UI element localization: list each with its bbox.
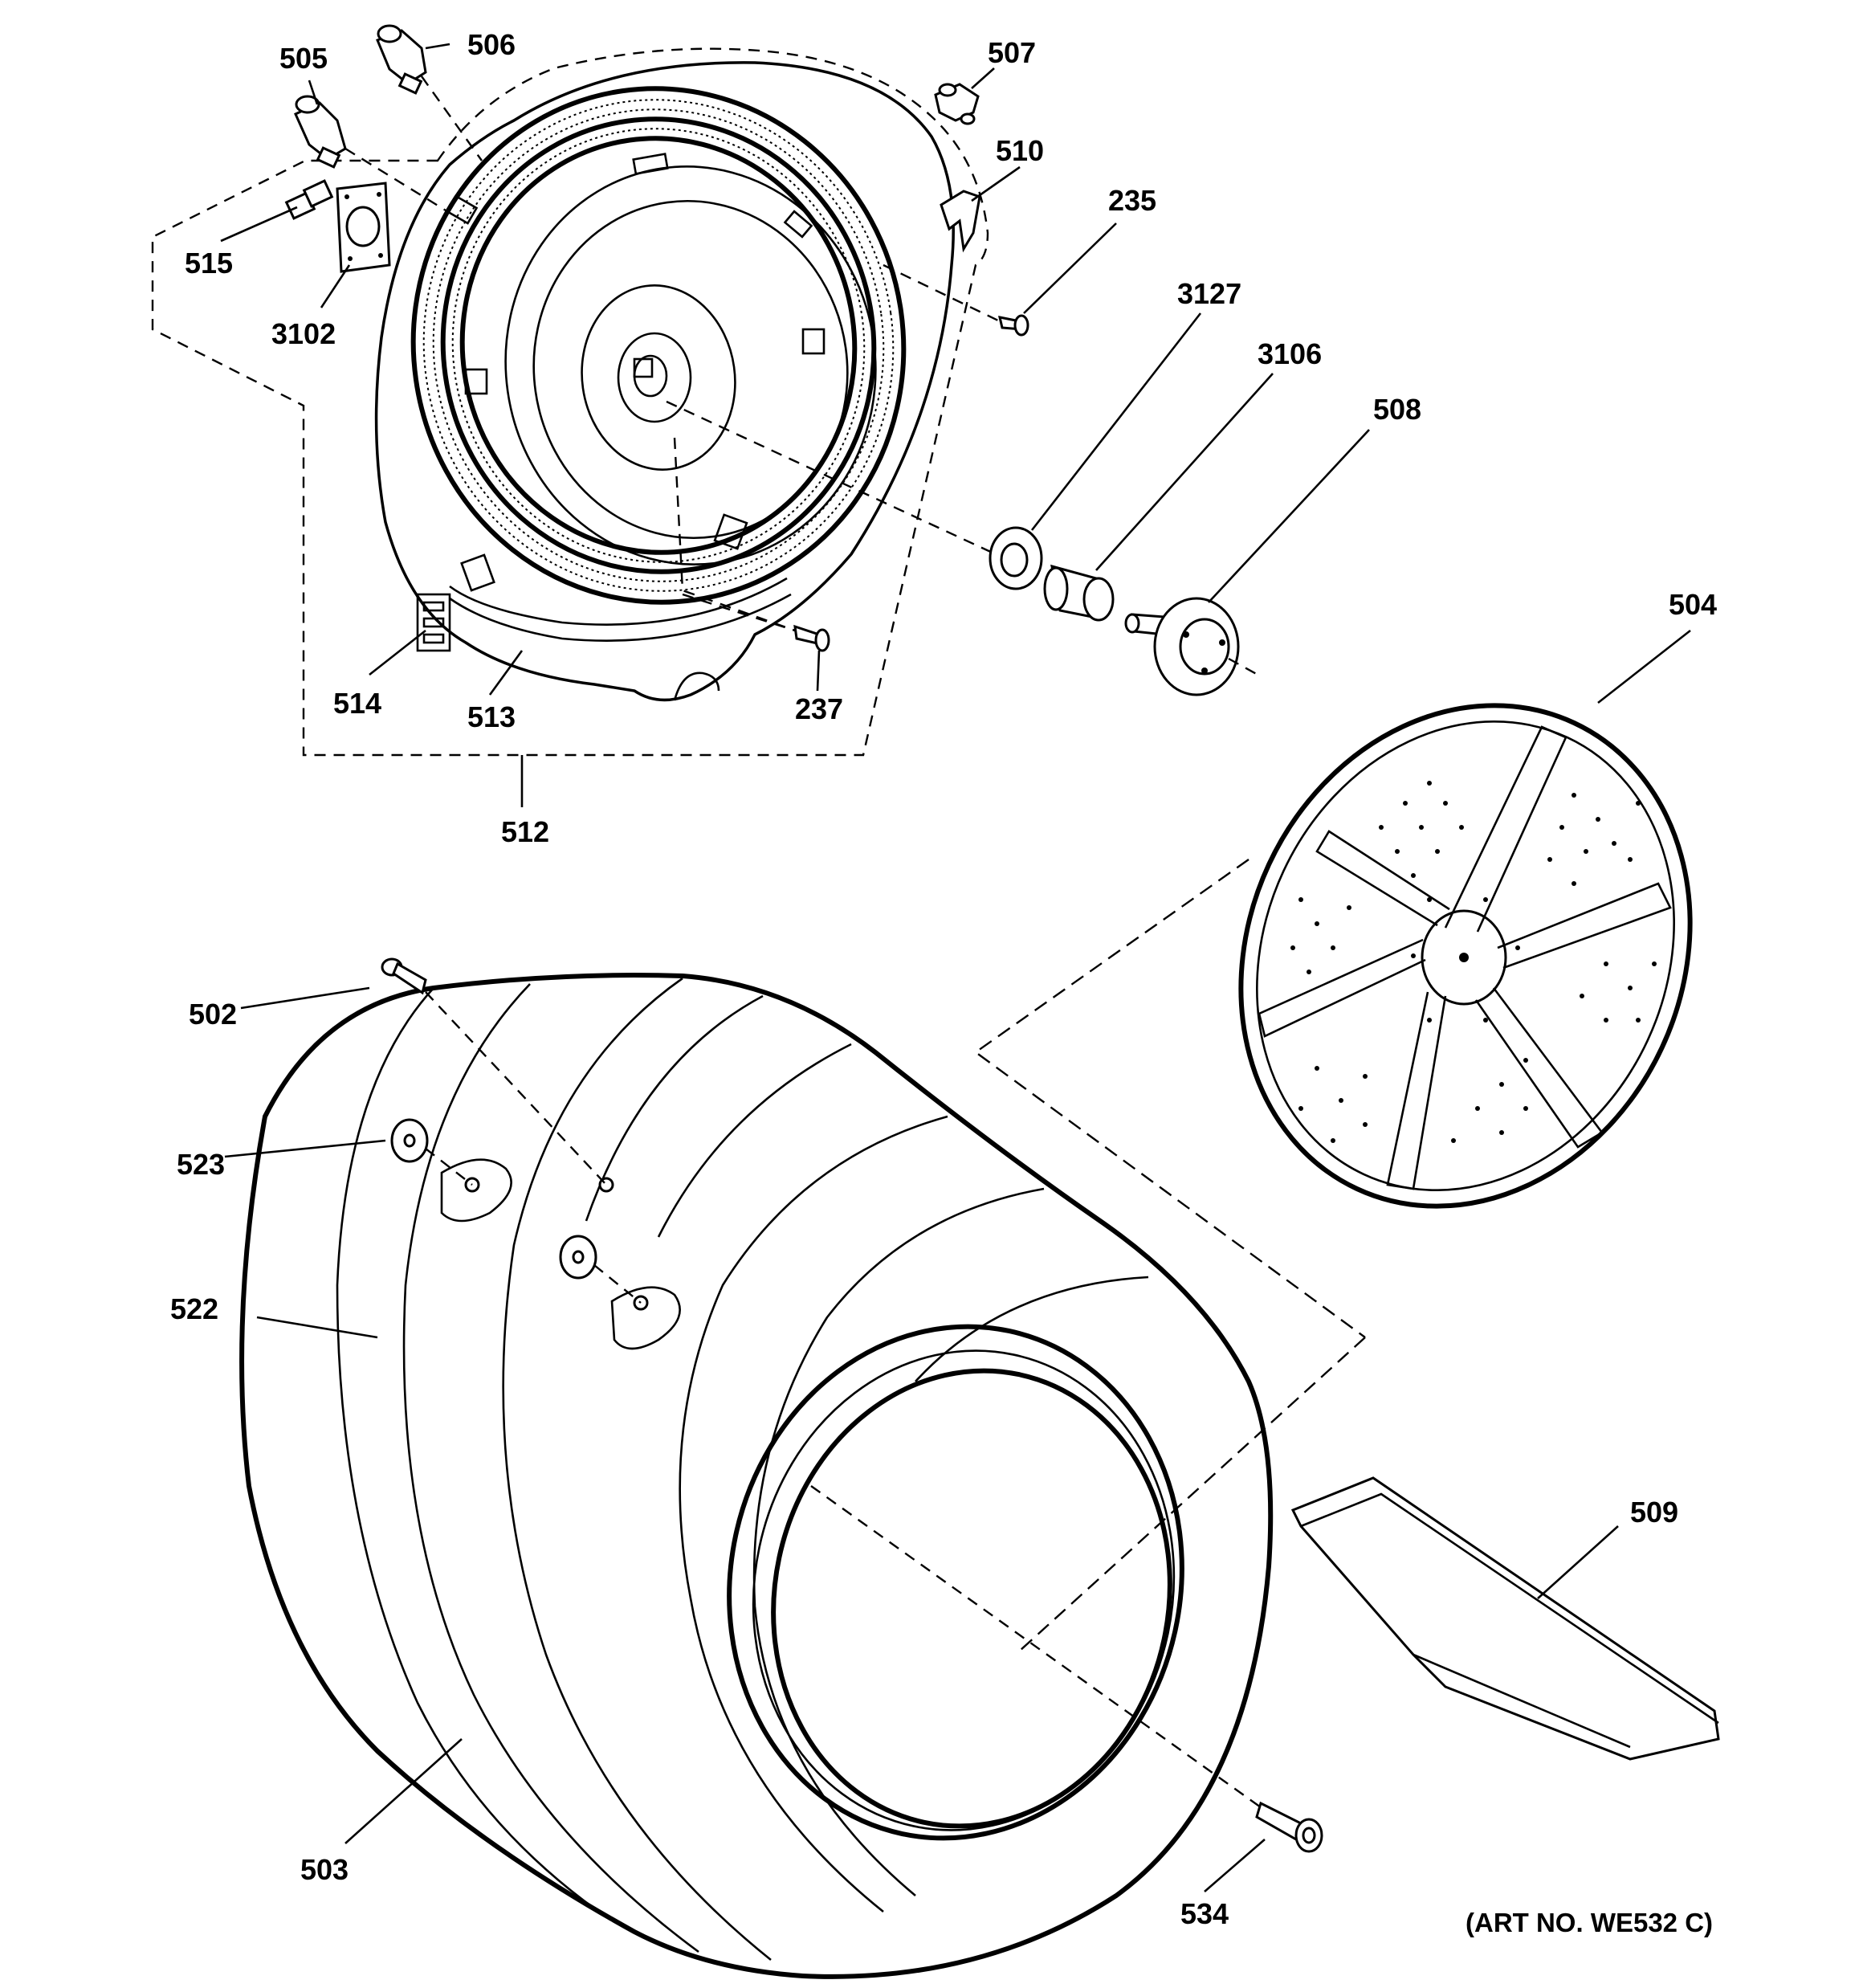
bulkhead-notch — [673, 672, 720, 701]
label-505: 505 — [279, 42, 328, 75]
back-plate-inner-ring — [532, 199, 849, 540]
leader-506-dashed — [421, 76, 483, 161]
plate-3102 — [336, 182, 391, 273]
drum-rib-5 — [657, 1043, 852, 1238]
screw-237 — [793, 624, 830, 652]
hub — [617, 332, 692, 423]
bracket-510 — [940, 190, 981, 253]
drum-rib-2 — [402, 983, 699, 1953]
label-237: 237 — [795, 692, 843, 725]
label-506: 506 — [467, 28, 516, 61]
baffle-pad-1 — [440, 1158, 512, 1223]
leader-502-dashed — [425, 991, 607, 1186]
drum-outline — [239, 973, 1274, 1979]
bearing-3127 — [989, 526, 1043, 590]
label-522: 522 — [170, 1292, 218, 1325]
kit-boundary-512 — [151, 47, 989, 757]
label-510: 510 — [996, 134, 1044, 167]
drum-rib-3 — [502, 977, 772, 1961]
assembly-guide-disc — [973, 859, 1366, 1338]
disc-spokes — [1258, 725, 1672, 1190]
label-515: 515 — [185, 247, 233, 280]
label-513: 513 — [467, 700, 516, 733]
label-235: 235 — [1108, 184, 1156, 217]
label-504: 504 — [1669, 588, 1717, 621]
drum-rib-6 — [679, 1115, 948, 1913]
drum-seal-509 — [1290, 1476, 1720, 1761]
label-3127: 3127 — [1177, 277, 1241, 310]
label-3102: 3102 — [271, 317, 336, 350]
thermostat-506 — [376, 24, 427, 95]
rear-bulkhead-assembly — [151, 47, 989, 757]
drum-back-disc-504 — [1238, 703, 1693, 1209]
hub-plate — [581, 284, 736, 471]
label-523: 523 — [177, 1148, 225, 1181]
drum-opening-inner — [771, 1368, 1172, 1829]
washer-523b — [559, 1235, 597, 1280]
drum-opening-lip — [752, 1349, 1176, 1831]
shaft-508 — [1124, 597, 1240, 696]
label-514: 514 — [333, 687, 381, 720]
leader-523b-dashed — [593, 1264, 642, 1304]
leader-lines — [220, 43, 1691, 1892]
label-507: 507 — [988, 36, 1036, 69]
screw-235 — [998, 314, 1029, 337]
leader-505-dashed — [344, 147, 450, 214]
axis-237 — [673, 437, 796, 632]
coil-brackets — [445, 153, 826, 592]
axis-508-end — [1228, 657, 1262, 678]
thermostat-507 — [934, 83, 980, 125]
drum-rib-7 — [752, 1187, 1045, 1896]
thermostat-505 — [294, 95, 347, 169]
axis-534 — [810, 1485, 1262, 1808]
hub-square — [633, 357, 654, 378]
art-number: (ART NO. WE532 C) — [1466, 1908, 1713, 1937]
assembly-guide-disc-2 — [1019, 1337, 1366, 1651]
screw-502 — [381, 957, 427, 995]
leader-523-dashed — [425, 1148, 473, 1186]
terminal-block — [416, 593, 451, 652]
part-labels: 505 506 507 510 235 3127 3106 508 515 31… — [170, 28, 1717, 1937]
insulator-515 — [284, 179, 334, 220]
leader-235-dashed — [883, 263, 1001, 323]
drum-opening-outer — [727, 1324, 1184, 1841]
drum-rib-1 — [336, 987, 611, 1921]
screw-534 — [1255, 1801, 1323, 1853]
label-503: 503 — [300, 1853, 349, 1886]
bearing-3106 — [1043, 564, 1115, 622]
label-502: 502 — [189, 998, 237, 1031]
heater-coil — [410, 86, 907, 605]
baffle-pad-2 — [610, 1286, 681, 1350]
disc-perforations — [1290, 781, 1657, 1143]
label-508: 508 — [1373, 393, 1421, 426]
washer-523 — [390, 1118, 429, 1163]
axis-bearing — [666, 400, 997, 556]
wiring-harness-2 — [449, 593, 792, 642]
drum-rib-8 — [915, 1276, 1149, 1382]
bulkhead-shell — [374, 61, 955, 702]
label-534: 534 — [1180, 1897, 1229, 1930]
label-512: 512 — [501, 815, 549, 848]
wiring-harness — [449, 577, 788, 626]
label-3106: 3106 — [1258, 337, 1322, 370]
label-509: 509 — [1630, 1496, 1678, 1529]
